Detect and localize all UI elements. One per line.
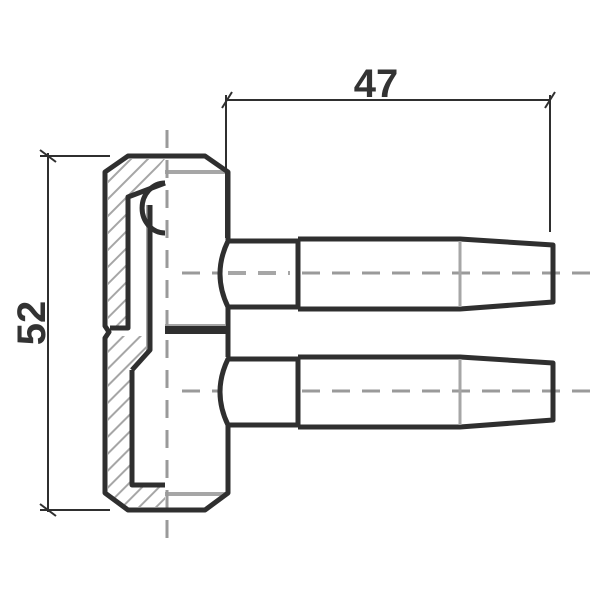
center-lines [165,130,595,540]
lower-pin [217,354,556,430]
hatch-upper [108,159,165,330]
body-outline [102,153,231,513]
dimension-width-label: 47 [354,62,399,106]
dimension-height-label: 52 [10,301,54,346]
dimension-width [221,91,556,238]
dimension-height [39,149,110,517]
hatch-lower [108,336,165,507]
